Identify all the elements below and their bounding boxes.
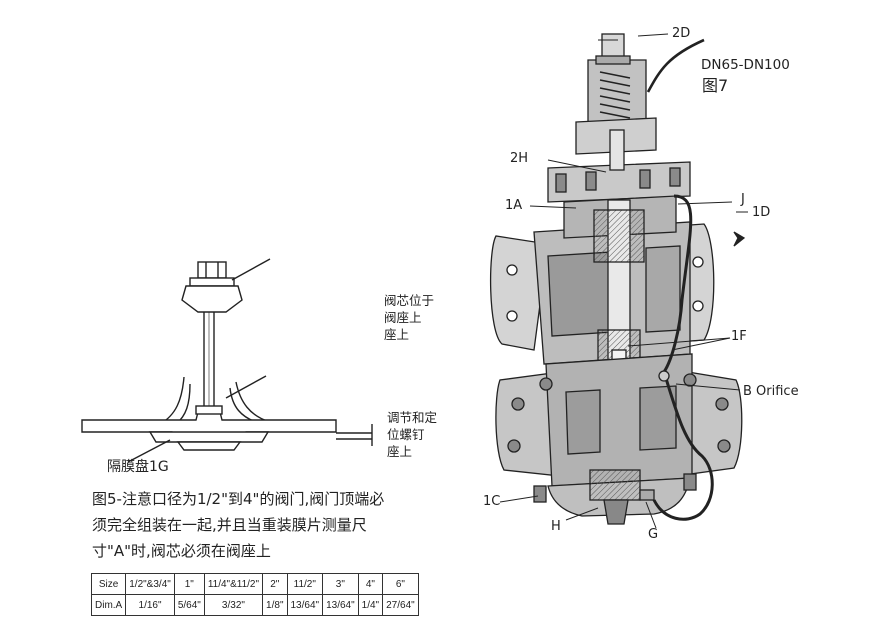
table-row: Dim.A 1/16" 5/64" 3/32" 1/8" 13/64" 13/6… xyxy=(90,594,419,616)
label-1f: 1F xyxy=(731,329,747,344)
label-1g: 隔膜盘1G xyxy=(107,459,169,475)
label-1d: 1D xyxy=(752,205,771,220)
label-1a: 1A xyxy=(505,198,523,213)
label-2h: 2H xyxy=(510,151,529,166)
label-h: H xyxy=(551,519,561,534)
label-g: G xyxy=(648,527,659,542)
figure7-title: 图7 xyxy=(702,76,729,95)
figure5-caption: 图5-注意口径为1/2"到4"的阀门,阀门顶端必 须完全组装在一起,并且当重装膜… xyxy=(92,490,385,560)
note-plug-on-seat: 阀芯位于 阀座上 座上 xyxy=(384,293,435,342)
model-label: DN65-DN100 xyxy=(701,57,790,73)
label-2d: 2D xyxy=(672,26,691,41)
label-1c: 1C xyxy=(483,494,501,509)
label-j: J xyxy=(741,192,745,207)
label-b-orifice: B Orifice xyxy=(743,384,799,399)
table-row: Size 1/2"&3/4" 1" 11/4"&11/2" 2" 11/2" 3… xyxy=(90,573,419,595)
note-adjust-screw: 调节和定 位螺钉 座上 xyxy=(387,410,438,459)
size-dimension-table: Size 1/2"&3/4" 1" 11/4"&11/2" 2" 11/2" 3… xyxy=(90,573,419,616)
